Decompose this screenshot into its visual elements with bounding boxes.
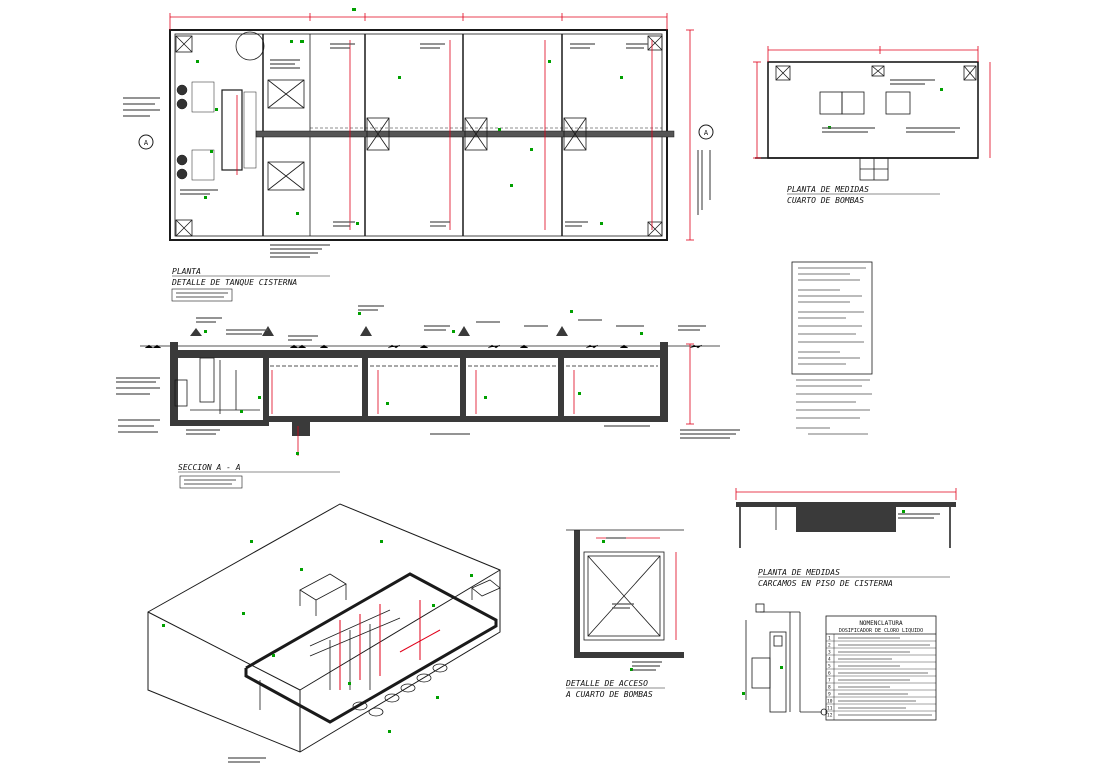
nomenclatura-row-3: 3 xyxy=(828,650,831,656)
nomenclatura-row-4: 4 xyxy=(828,657,831,663)
nomenclatura-row-11: 11 xyxy=(827,706,833,712)
medidas-carcamos-title: PLANTA DE MEDIDAS xyxy=(758,568,840,577)
planta-title: PLANTA xyxy=(172,267,201,276)
isometrico-cuarto-bombas xyxy=(147,503,501,763)
nomenclatura-title: NOMENCLATURA xyxy=(859,620,903,627)
dosificador-detail xyxy=(742,603,828,716)
nomenclatura-row-10: 10 xyxy=(827,699,833,705)
acceso-title: DETALLE DE ACCESO xyxy=(565,679,648,688)
nomenclatura-table: NOMENCLATURA DOSIFICADOR DE CLORO LIQUID… xyxy=(825,615,937,721)
nomenclatura-row-7: 7 xyxy=(828,678,831,684)
acceso-subtitle: A CUARTO DE BOMBAS xyxy=(565,690,653,699)
pump-room-plan xyxy=(767,61,979,159)
general-notes-block xyxy=(791,261,873,435)
carcamo-block xyxy=(796,506,896,532)
section-slab xyxy=(174,350,662,358)
planta-medidas-cuarto-bombas: PLANTA DE MEDIDAS CUARTO DE BOMBAS xyxy=(753,46,991,205)
nomenclatura-row-1: 1 xyxy=(828,636,831,642)
medidas-bombas-subtitle: CUARTO DE BOMBAS xyxy=(787,196,864,205)
medidas-carcamos-subtitle: CARCAMOS EN PISO DE CISTERNA xyxy=(758,579,893,588)
nomenclatura-row-8: 8 xyxy=(828,685,831,691)
nomenclatura-row-12: 12 xyxy=(827,713,833,719)
nomenclatura-row-2: 2 xyxy=(828,643,831,649)
planta-medidas-carcamos: PLANTA DE MEDIDAS CARCAMOS EN PISO DE CI… xyxy=(735,488,957,588)
planta-tanque-cisterna: A A PLANTA DETALLE DE TANQUE CISTERN xyxy=(123,8,714,302)
section-marker-right: A xyxy=(704,129,709,137)
medidas-bombas-title: PLANTA DE MEDIDAS xyxy=(787,185,869,194)
seccion-title: SECCION A - A xyxy=(178,463,241,472)
section-marker-left: A xyxy=(144,139,149,147)
nomenclatura-row-6: 6 xyxy=(828,671,831,677)
detalle-acceso: DETALLE DE ACCESO A CUARTO DE BOMBAS xyxy=(565,529,684,699)
nomenclatura-subtitle: DOSIFICADOR DE CLORO LIQUIDO xyxy=(839,628,923,634)
seccion-a-a: SECCION A - A xyxy=(116,305,740,489)
access-hatch xyxy=(587,555,661,637)
nomenclatura-row-9: 9 xyxy=(828,692,831,698)
nomenclatura-row-5: 5 xyxy=(828,664,831,670)
planta-subtitle: DETALLE DE TANQUE CISTERNA xyxy=(171,278,297,287)
